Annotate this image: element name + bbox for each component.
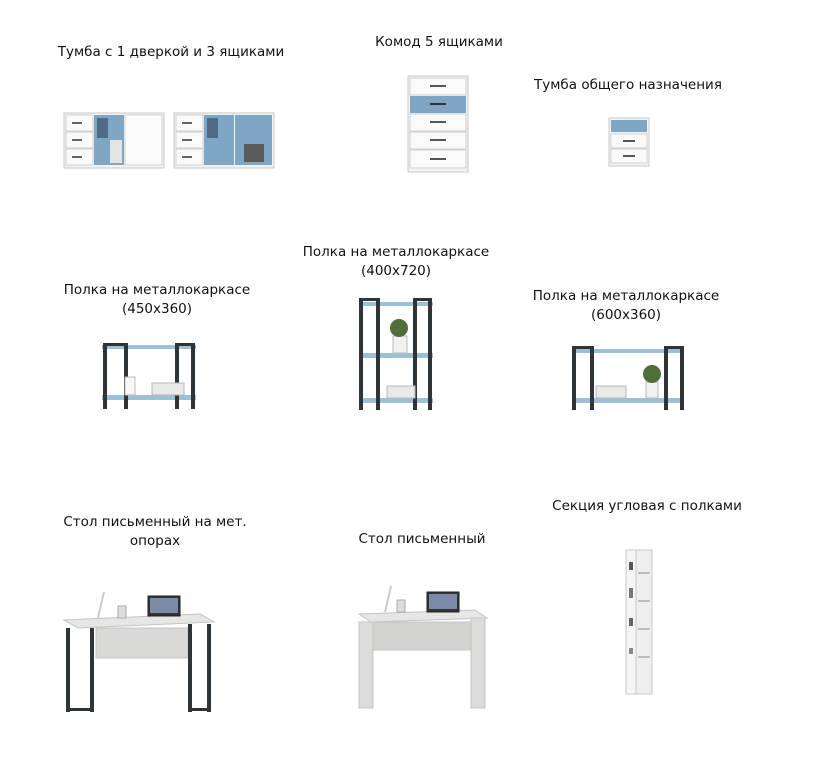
nightstand-door-drawers-image[interactable]	[62, 110, 277, 172]
product-title-desk-metal-legs: Стол письменный на мет. опорах	[63, 514, 247, 549]
general-nightstand-image[interactable]	[607, 116, 651, 168]
product-title-shelf-450x360: Полка на металлокаркасе (450х360)	[63, 282, 251, 317]
product-title-shelf-600x360: Полка на металлокаркасе (600х360)	[532, 288, 720, 323]
desk-metal-legs-image[interactable]	[60, 588, 216, 716]
shelf-400x720-image[interactable]	[357, 296, 435, 412]
product-title-desk: Стол письменный	[358, 531, 486, 547]
desk-image[interactable]	[355, 584, 489, 712]
shelf-600x360-image[interactable]	[570, 342, 686, 416]
chest-5-drawers-image[interactable]	[406, 74, 470, 174]
product-title-chest-5-drawers: Комод 5 ящиками	[375, 34, 503, 50]
product-title-nightstand-door-drawers: Тумба с 1 дверкой и 3 ящиками	[57, 44, 285, 60]
product-title-shelf-400x720: Полка на металлокаркасе (400х720)	[302, 244, 490, 279]
corner-section-image[interactable]	[624, 548, 654, 696]
product-title-general-nightstand: Тумба общего назначения	[534, 77, 722, 93]
product-title-corner-section: Секция угловая с полками	[552, 498, 742, 514]
shelf-450x360-image[interactable]	[100, 339, 198, 413]
